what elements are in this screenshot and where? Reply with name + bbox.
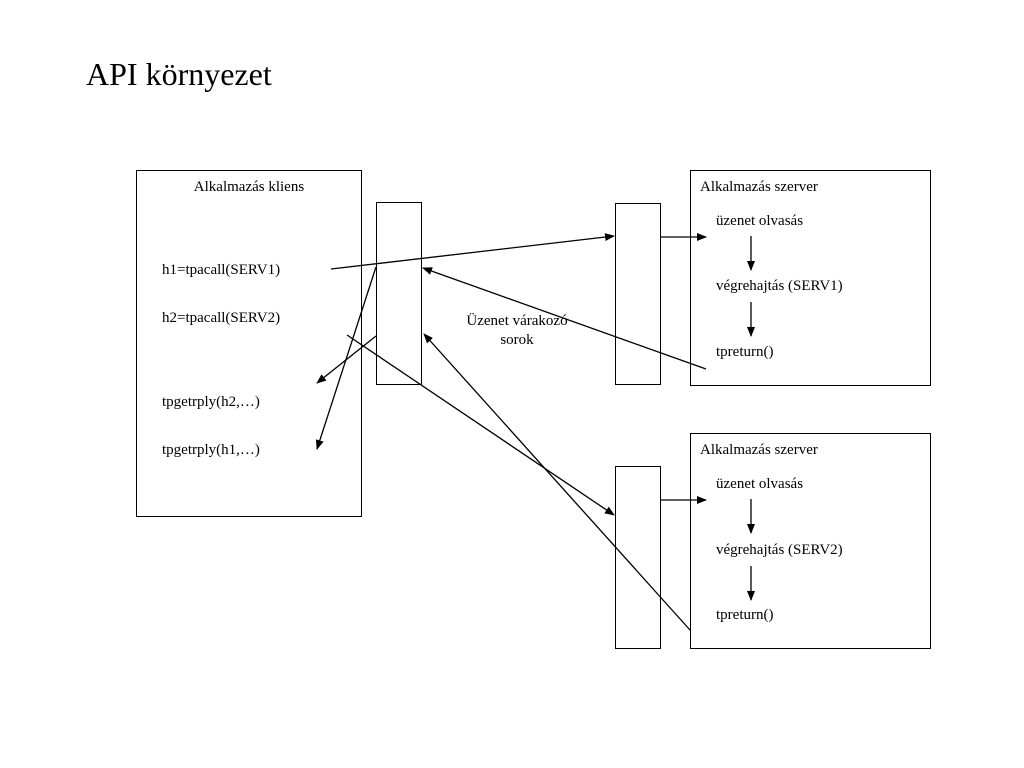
server2-title: Alkalmazás szerver	[700, 442, 818, 458]
server2-step-return: tpreturn()	[716, 607, 774, 623]
server1-box	[690, 170, 931, 386]
server1-step-exec: végrehajtás (SERV1)	[716, 278, 843, 294]
arrow-serv2-return	[423, 333, 691, 631]
page-title: API környezet	[86, 56, 272, 92]
client-call-h2: h2=tpacall(SERV2)	[162, 310, 281, 326]
client-reply-h2: tpgetrply(h2,…)	[162, 394, 260, 410]
arrow-h2-call	[346, 334, 615, 516]
server1-step-read: üzenet olvasás	[716, 213, 804, 229]
server1-step-return: tpreturn()	[716, 344, 774, 360]
arrow-h1-call	[330, 233, 615, 270]
server1-queue	[615, 203, 661, 385]
arrow-serv1-return	[422, 267, 707, 370]
queue-label: Üzenet várakozó sorok	[466, 313, 568, 348]
arrow-reply-h1	[315, 266, 377, 450]
server2-box	[690, 433, 931, 649]
client-reply-h1: tpgetrply(h1,…)	[162, 442, 260, 458]
server2-step-exec: végrehajtás (SERV2)	[716, 542, 843, 558]
server2-queue	[615, 466, 661, 649]
server2-step-read: üzenet olvasás	[716, 476, 804, 492]
server1-title: Alkalmazás szerver	[700, 179, 818, 195]
client-call-h1: h1=tpacall(SERV1)	[162, 262, 281, 278]
client-queue	[376, 202, 422, 385]
client-box	[136, 170, 362, 517]
client-title: Alkalmazás kliens	[193, 179, 305, 195]
